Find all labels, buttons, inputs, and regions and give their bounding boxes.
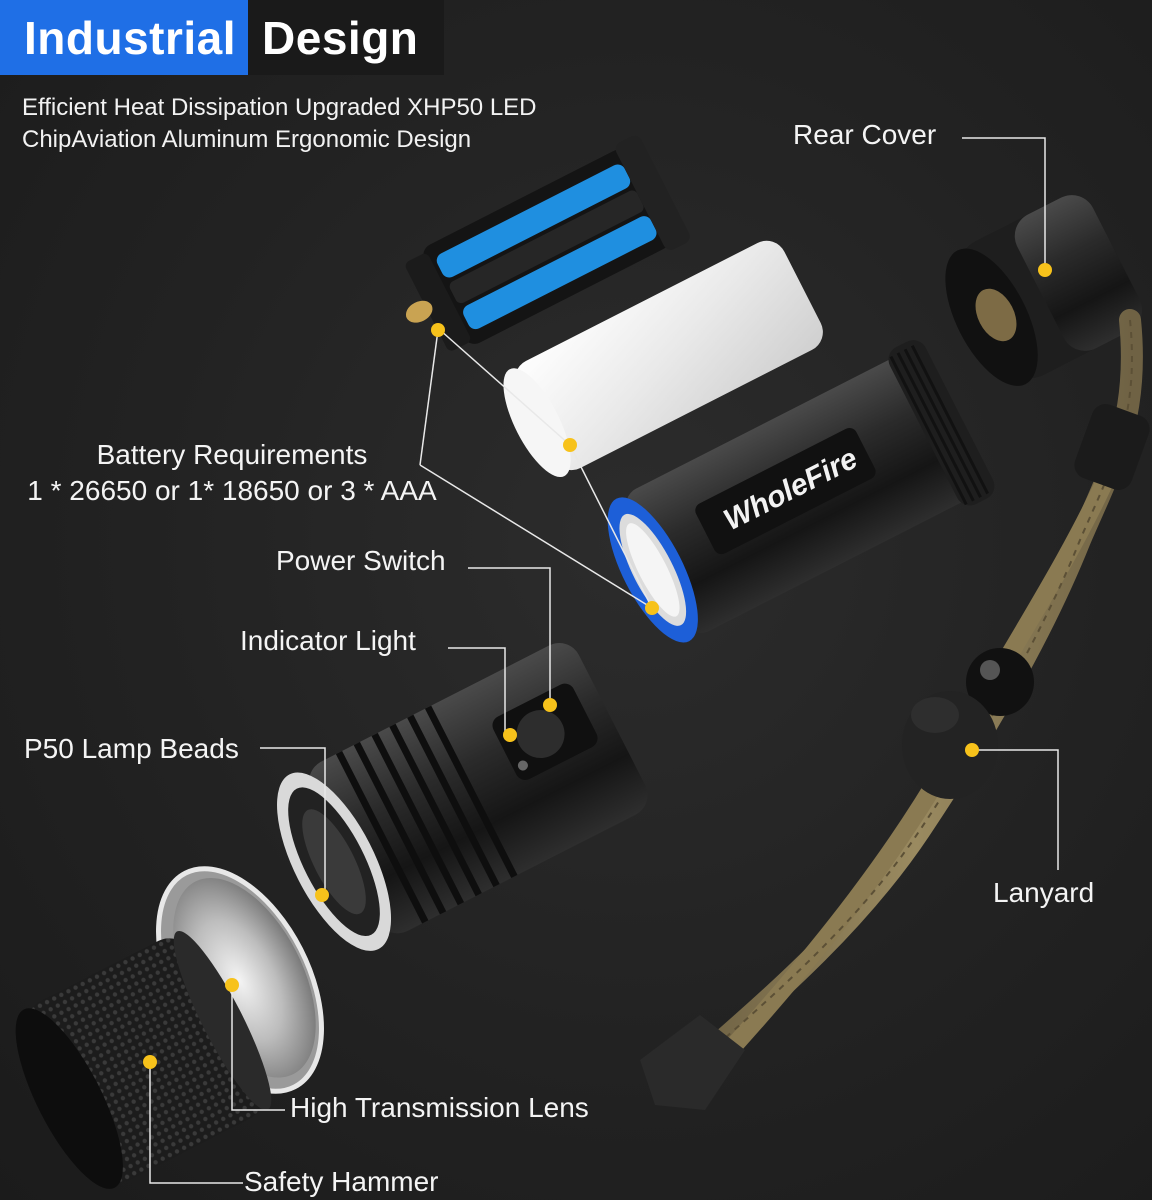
dot-sleeve — [563, 438, 577, 452]
label-p50-lamp-beads: P50 Lamp Beads — [24, 733, 239, 764]
label-high-transmission-lens: High Transmission Lens — [290, 1092, 589, 1123]
subtitle-line-1: Efficient Heat Dissipation Upgraded XHP5… — [22, 94, 537, 121]
dot-lanyard — [965, 743, 979, 757]
dot-safety-hammer — [143, 1055, 157, 1069]
callout-lines — [149, 137, 1059, 1184]
dot-lamp-beads — [315, 888, 329, 902]
dot-indicator-light — [503, 728, 517, 742]
label-rear-cover: Rear Cover — [793, 119, 937, 150]
battery-holder — [405, 135, 690, 351]
page-title: Industrial Design — [0, 0, 445, 75]
subtitle-line-2: ChipAviation Aluminum Ergonomic Design — [22, 126, 472, 153]
dot-power-switch — [543, 698, 557, 712]
lanyard-cord — [640, 309, 1150, 1110]
label-battery-options: 1 * 26650 or 1* 18650 or 3 * AAA — [27, 475, 437, 506]
flashlight-head — [277, 643, 648, 951]
flashlight-body-tube — [607, 340, 995, 643]
label-power-switch: Power Switch — [276, 545, 446, 576]
label-lanyard: Lanyard — [993, 877, 1095, 908]
label-battery-requirements: Battery Requirements — [96, 439, 368, 470]
title-rest: Design — [248, 0, 445, 75]
dot-lens — [225, 978, 239, 992]
dot-battery-contact — [645, 601, 659, 615]
callout-dots — [143, 263, 1052, 1069]
dot-rear-cover — [1038, 263, 1052, 277]
title-highlight: Industrial — [0, 0, 249, 75]
battery-sleeve — [503, 240, 823, 478]
rear-cover — [945, 195, 1143, 386]
label-indicator-light: Indicator Light — [240, 625, 416, 656]
label-safety-hammer: Safety Hammer — [244, 1166, 439, 1197]
dot-battery-holder — [431, 323, 445, 337]
subtitle: Efficient Heat Dissipation Upgraded XHP5… — [22, 92, 537, 156]
